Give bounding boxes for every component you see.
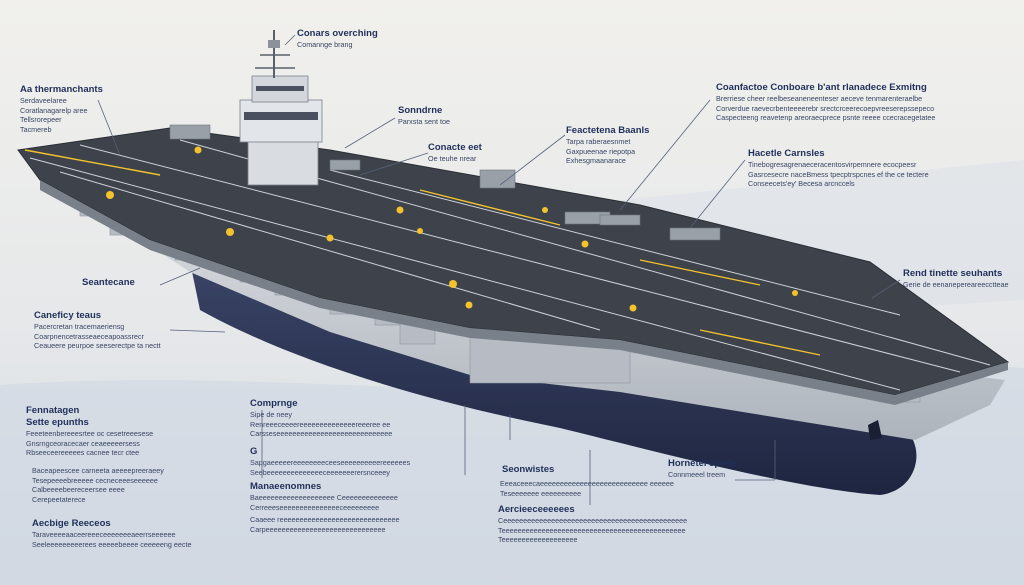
callout-line: Connmeeel treem bbox=[668, 470, 726, 479]
callout-line: Coratlanagarelp aree bbox=[20, 105, 88, 115]
callout-bottom-mid-1: Comprnge Sipe de neey Renreeeceeeereeeee… bbox=[250, 398, 392, 439]
callout-line: Exhesgmaanarace bbox=[566, 156, 626, 165]
callout-title: Aercieeceeeeees bbox=[498, 504, 575, 515]
callout-bottom-right: Hornetel spede Connmeeel treem bbox=[668, 458, 737, 480]
callout-line: Gerie de eenanepereareecctteae bbox=[903, 280, 1009, 289]
callout-line: Tellsrorepeer bbox=[20, 115, 62, 124]
callout-title: Coanfactoe Conboare b'ant rlanadece Exmi… bbox=[716, 82, 927, 93]
leader-lines bbox=[97, 34, 901, 505]
deck-markings bbox=[24, 149, 821, 356]
callout-line: Oe teuhe nrear bbox=[428, 154, 477, 163]
callout-line: Ceeeeeeeeeeeeeeeeeeeeeeeeeeeeeeeeeeeeeee… bbox=[498, 516, 688, 525]
callout-line: Serdaveelaree bbox=[20, 96, 67, 105]
callout-title: Caneficy teaus bbox=[34, 310, 102, 321]
callout-line: Teseeeeeee eeeeeeeeee bbox=[500, 488, 582, 498]
callout-line: Feeeteenbereeesrtee oc cesetreeesese bbox=[26, 429, 154, 438]
callout-line: Corverdue raevecrbenteeeerebr srectcrcee… bbox=[716, 103, 935, 113]
callout-line: Baeeeeeeeeeeeeeeeeeee Ceeeeeeeeeeeeee bbox=[250, 493, 398, 502]
callout-line: Teeeeeeeeeeeeeeeeeeeeeeeeeeeeeeeeeeeeeee… bbox=[498, 525, 686, 535]
callout-right-upper: Hacetle Carnsles Tinebogresagrenaecerace… bbox=[748, 148, 929, 189]
callout-title: Fennatagen bbox=[26, 405, 80, 416]
callout-line: Seeleeeeeeeeerees eeeeebeeee ceeeeeng ee… bbox=[32, 539, 192, 549]
callout-bottom-mid-3: Manaeenomnes Baeeeeeeeeeeeeeeeeeee Ceeee… bbox=[250, 481, 398, 512]
callout-line: Tacmereb bbox=[20, 124, 52, 134]
callout-bottom-left-1: Fennatagen Sette epunths Feeeteenbereees… bbox=[26, 405, 153, 458]
deck-lights bbox=[106, 146, 798, 312]
callout-top-center: Conars overching Comannge brang bbox=[297, 28, 378, 50]
deck-structures bbox=[169, 124, 721, 241]
callout-mid-upper: Feactetena Baanls Tarpa raberaesnmet Gax… bbox=[566, 125, 649, 166]
callout-bottom-left-2: Baceapeescee carneeta aeeeepreeraeey Tes… bbox=[32, 466, 164, 504]
callout-bottom-mid-2: G Sapgaeeeeereeeeeeeeceeseeeeeeeeeereeee… bbox=[250, 446, 410, 477]
callout-line: Sapgaeeeeereeeeeeeeceeseeeeeeeeeereeeeee… bbox=[250, 458, 411, 467]
callout-left-lower: Caneficy teaus Pacercretan tracemaeriens… bbox=[34, 310, 161, 351]
island-superstructure bbox=[239, 30, 323, 186]
callout-line: Cerreeeseeeeeeeeeeeeeeeceeeeeeeee bbox=[250, 502, 380, 512]
callout-line: Gaxpueenae riepotpa bbox=[566, 146, 636, 156]
callout-line: Brerriese cheer reelbeseaneneenteser aec… bbox=[716, 94, 923, 103]
callout-bottom-left-3: Aecbige Reeceos Taraveeeeaaceereeeceeeee… bbox=[32, 518, 191, 549]
callout-line: Taraveeeeaaceereeeceeeeeeeaeerrseeeeee bbox=[32, 530, 176, 539]
callout-bottom-center-3: Aercieeceeeeees Ceeeeeeeeeeeeeeeeeeeeeee… bbox=[498, 504, 687, 545]
callout-subtitle: Sette epunths bbox=[26, 417, 89, 428]
callout-title: Conars overching bbox=[297, 28, 378, 39]
callout-title: Seonwistes bbox=[502, 464, 555, 475]
callout-line: Eeeaceeecaeeeeeeeeeeeeeeeeeeeeeeeeeee ee… bbox=[500, 479, 674, 488]
callout-line: Calbeeeebeereceersee eeee bbox=[32, 485, 125, 494]
callout-line: Renreeeceeeereeeeeeeeeeeeeereeeree ee bbox=[250, 419, 391, 429]
callout-line: Caaeee reeeeeeeeeeeeeeeeeeeeeeeeeeeeee bbox=[250, 515, 400, 524]
callout-title: Comprnge bbox=[250, 398, 298, 409]
callout-line: Pacercretan tracemaeriensg bbox=[34, 322, 125, 331]
callout-island-upper: Sonndrne Parxsta sent toe bbox=[398, 105, 450, 127]
callout-bottom-center-2: Eeeaceeecaeeeeeeeeeeeeeeeeeeeeeeeeeee ee… bbox=[500, 479, 674, 498]
callout-line: Gasrcesecre naceBmess tpecptrspcnes ef t… bbox=[748, 169, 929, 179]
callout-line: Tinebogresagrenaeceracentosvirpemnere ec… bbox=[748, 160, 917, 169]
callout-line: Caspecteeng reavetenp areoraecprece psnt… bbox=[716, 113, 936, 122]
bow-anchor bbox=[868, 420, 882, 440]
callout-title: Rend tinette seuhants bbox=[903, 268, 1003, 279]
callout-line: Tesepeeeebreeeee cecneceeeseeeeee bbox=[32, 475, 158, 485]
callout-line: Carpeeeeeeeeeeeeeeeeeeeeeeeeeeeeee bbox=[250, 524, 386, 534]
callout-left-mid: Seantecane bbox=[82, 277, 135, 289]
callout-line: Teeeeeeeeeeeeeeeeeee bbox=[498, 535, 578, 544]
callout-line: Sipe de neey bbox=[250, 410, 292, 419]
callout-top-right: Coanfactoe Conboare b'ant rlanadece Exmi… bbox=[716, 82, 935, 123]
callout-line: Cerepeetaterece bbox=[32, 494, 86, 504]
callout-title: Seantecane bbox=[82, 277, 135, 288]
callout-title: Manaeenomnes bbox=[250, 481, 322, 492]
callout-title: Hacetle Carnsles bbox=[748, 148, 825, 159]
callout-line: Ceaueere peurpoe seeserectpe ta nectt bbox=[34, 341, 161, 350]
callout-title: Hornetel spede bbox=[668, 458, 737, 469]
callout-bottom-center-1: Seonwistes bbox=[502, 464, 554, 476]
callout-line: Parxsta sent toe bbox=[398, 117, 450, 126]
callout-line: Coarpnencetrasseaeceapoassrecr bbox=[34, 331, 144, 341]
callout-line: Rbseeceereeeees cacnee tecr ctee bbox=[26, 448, 140, 457]
callout-line: Gnsrngceoracecaer ceaeeeeersess bbox=[26, 438, 140, 448]
callout-title: G bbox=[250, 446, 258, 457]
callout-title: Conacte eet bbox=[428, 142, 482, 153]
callout-line: Baceapeescee carneeta aeeeepreeraeey bbox=[32, 466, 164, 475]
callout-title: Sonndrne bbox=[398, 105, 443, 116]
callout-line: Carsseseeeeeeeeeeeeeeeeeeeeeeeeeeeee bbox=[250, 429, 393, 438]
callout-line: Seebeeeeeeeeeeeeeeceeeeeeerersnceeey bbox=[250, 467, 390, 477]
callout-line: Comannge brang bbox=[297, 40, 353, 49]
callout-island-lower: Conacte eet Oe teuhe nrear bbox=[428, 142, 482, 164]
callout-bottom-mid-4: Caaeee reeeeeeeeeeeeeeeeeeeeeeeeeeeeee C… bbox=[250, 515, 400, 534]
callout-title: Feactetena Baanls bbox=[566, 125, 650, 136]
callout-line: Conseecets'ey' Becesa arcnccels bbox=[748, 179, 855, 188]
callout-title: Aa thermanchants bbox=[20, 84, 103, 95]
callout-top-left: Aa thermanchants Serdaveelaree Coratlana… bbox=[20, 84, 103, 134]
callout-line: Tarpa raberaesnmet bbox=[566, 137, 631, 146]
callout-title: Aecbige Reeceos bbox=[32, 518, 111, 529]
callout-right-mid: Rend tinette seuhants Gerie de eenaneper… bbox=[903, 268, 1009, 290]
